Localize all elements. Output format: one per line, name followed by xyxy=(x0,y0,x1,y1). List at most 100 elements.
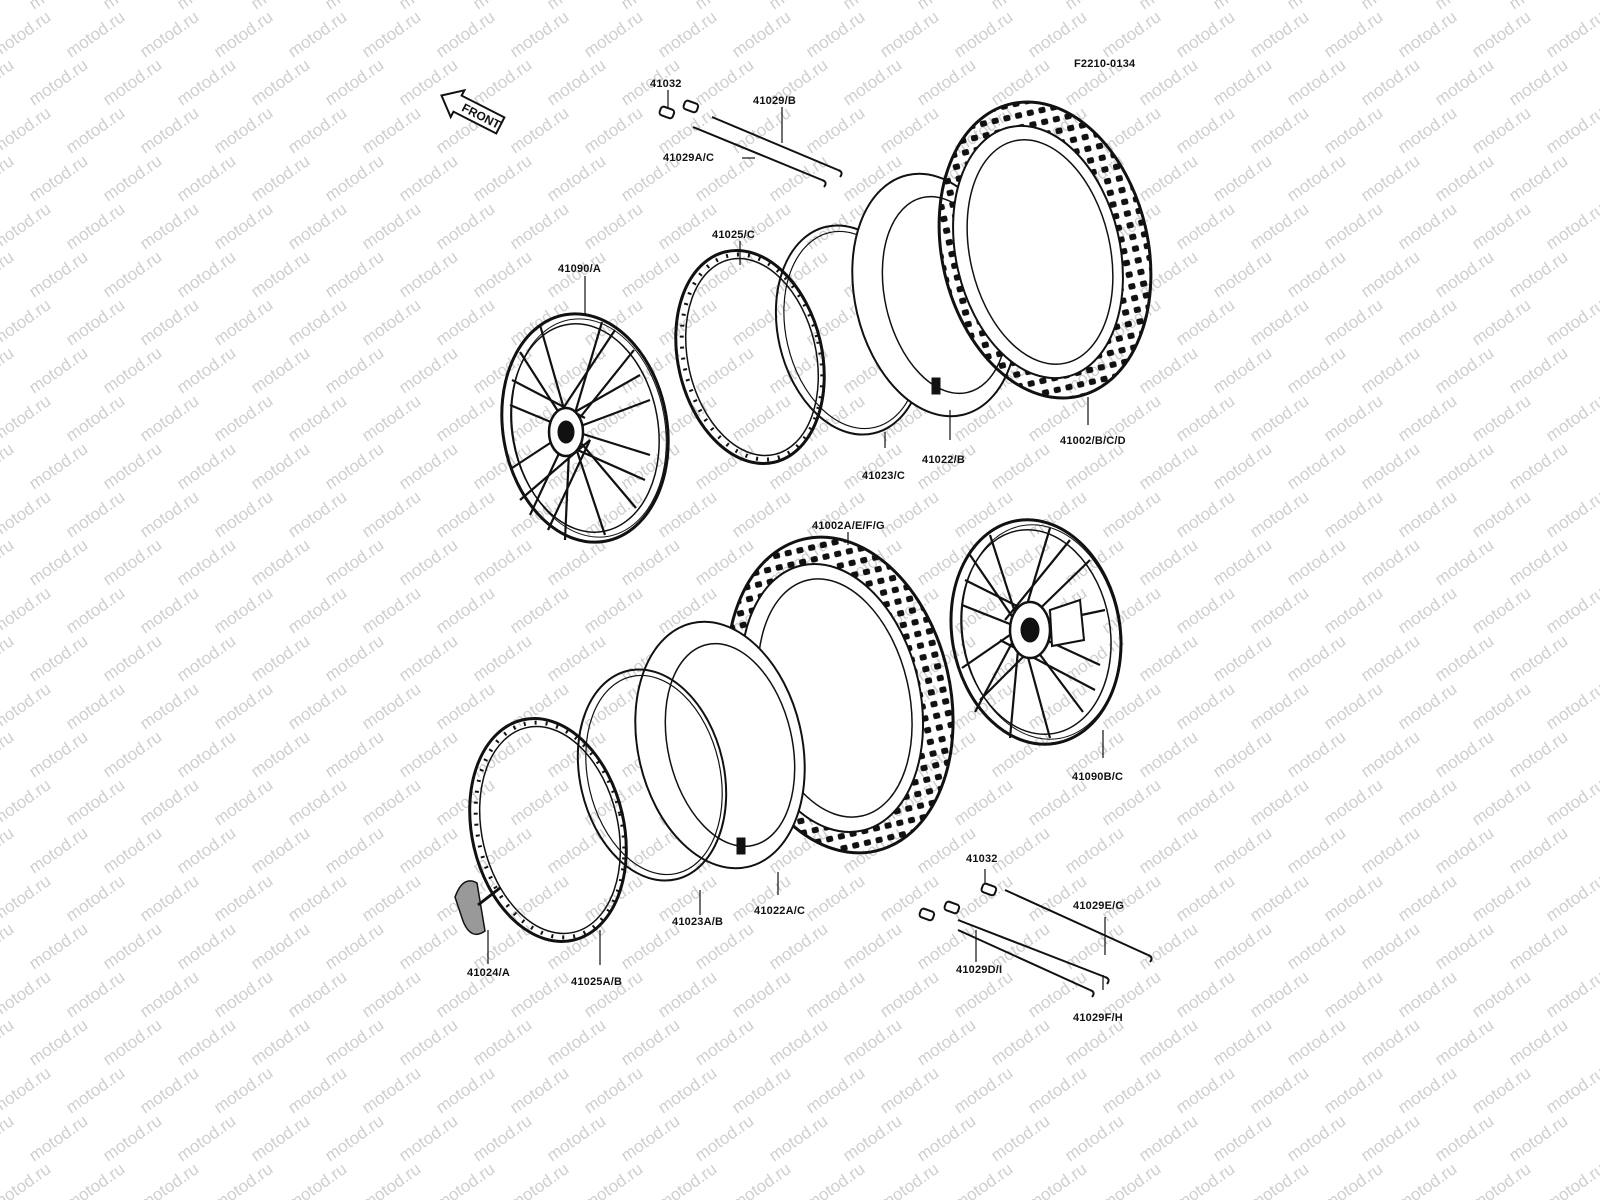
watermark-text: motod.ru xyxy=(0,919,17,973)
watermark-text: motod.ru xyxy=(1320,103,1386,157)
watermark-text: motod.ru xyxy=(1505,343,1571,397)
watermark-text: motod.ru xyxy=(0,871,54,925)
watermark-text: motod.ru xyxy=(1098,1063,1164,1117)
watermark-text: motod.ru xyxy=(25,343,91,397)
watermark-text: motod.ru xyxy=(950,7,1016,61)
watermark-text: motod.ru xyxy=(1246,775,1312,829)
watermark-text: motod.ru xyxy=(62,487,128,541)
watermark-text: motod.ru xyxy=(395,535,461,589)
watermark-text: motod.ru xyxy=(284,295,350,349)
watermark-text: motod.ru xyxy=(617,535,683,589)
watermark-text: motod.ru xyxy=(691,1111,757,1165)
watermark-text: motod.ru xyxy=(247,535,313,589)
watermark-text: motod.ru xyxy=(0,343,17,397)
watermark-text: motod.ru xyxy=(0,247,17,301)
watermark-text: motod.ru xyxy=(839,1111,905,1165)
watermark-text: motod.ru xyxy=(950,775,1016,829)
watermark-text: motod.ru xyxy=(25,439,91,493)
watermark-text: motod.ru xyxy=(1431,439,1497,493)
watermark-text: motod.ru xyxy=(1357,151,1423,205)
watermark-text: motod.ru xyxy=(25,631,91,685)
watermark-text: motod.ru xyxy=(1320,391,1386,445)
part-label-41029-b: 41029/B xyxy=(753,95,796,107)
watermark-text: motod.ru xyxy=(1468,103,1534,157)
watermark-text: motod.ru xyxy=(0,1159,54,1200)
watermark-text: motod.ru xyxy=(0,151,17,205)
watermark-text: motod.ru xyxy=(1320,775,1386,829)
watermark-text: motod.ru xyxy=(1172,391,1238,445)
watermark-text: motod.ru xyxy=(62,679,128,733)
watermark-text: motod.ru xyxy=(580,199,646,253)
watermark-text: motod.ru xyxy=(321,247,387,301)
watermark-text: motod.ru xyxy=(1357,631,1423,685)
watermark-text: motod.ru xyxy=(284,1159,350,1200)
watermark-text: motod.ru xyxy=(0,487,54,541)
watermark-text: motod.ru xyxy=(395,151,461,205)
watermark-text: motod.ru xyxy=(1172,1159,1238,1200)
watermark-text: motod.ru xyxy=(765,0,831,13)
watermark-text: motod.ru xyxy=(62,1159,128,1200)
watermark-text: motod.ru xyxy=(1135,727,1201,781)
watermark-text: motod.ru xyxy=(1431,823,1497,877)
watermark-text: motod.ru xyxy=(1542,487,1600,541)
watermark-text: motod.ru xyxy=(1246,1159,1312,1200)
watermark-text: motod.ru xyxy=(913,0,979,13)
watermark-text: motod.ru xyxy=(469,535,535,589)
watermark-text: motod.ru xyxy=(839,1015,905,1069)
wheel-assembly-top xyxy=(500,312,670,544)
watermark-text: motod.ru xyxy=(1468,583,1534,637)
watermark-text: motod.ru xyxy=(469,247,535,301)
watermark-text: motod.ru xyxy=(99,151,165,205)
watermark-text: motod.ru xyxy=(173,343,239,397)
watermark-text: motod.ru xyxy=(99,1015,165,1069)
watermark-text: motod.ru xyxy=(0,727,17,781)
part-label-41029-fh: 41029F/H xyxy=(1073,1012,1123,1024)
watermark-text: motod.ru xyxy=(1209,1111,1275,1165)
watermark-text: motod.ru xyxy=(987,727,1053,781)
watermark-text: motod.ru xyxy=(1431,55,1497,109)
watermark-text: motod.ru xyxy=(1320,1159,1386,1200)
watermark-text: motod.ru xyxy=(1135,343,1201,397)
watermark-text: motod.ru xyxy=(1024,487,1090,541)
watermark-text: motod.ru xyxy=(691,1015,757,1069)
watermark-text: motod.ru xyxy=(1098,775,1164,829)
watermark-text: motod.ru xyxy=(1098,1159,1164,1200)
part-label-41025-c: 41025/C xyxy=(712,229,755,241)
watermark-text: motod.ru xyxy=(543,1111,609,1165)
watermark-text: motod.ru xyxy=(1135,919,1201,973)
watermark-text: motod.ru xyxy=(358,871,424,925)
watermark-text: motod.ru xyxy=(432,1063,498,1117)
watermark-text: motod.ru xyxy=(469,151,535,205)
watermark-text: motod.ru xyxy=(691,343,757,397)
watermark-text: motod.ru xyxy=(284,199,350,253)
watermark-text: motod.ru xyxy=(247,151,313,205)
watermark-text: motod.ru xyxy=(1394,679,1460,733)
watermark-text: motod.ru xyxy=(1098,871,1164,925)
watermark-text: motod.ru xyxy=(210,775,276,829)
watermark-text: motod.ru xyxy=(1394,775,1460,829)
watermark-text: motod.ru xyxy=(1505,535,1571,589)
watermark-text: motod.ru xyxy=(173,439,239,493)
watermark-text: motod.ru xyxy=(1283,1111,1349,1165)
watermark-text: motod.ru xyxy=(913,1015,979,1069)
watermark-text: motod.ru xyxy=(247,55,313,109)
watermark-text: motod.ru xyxy=(1542,295,1600,349)
watermark-text: motod.ru xyxy=(1172,967,1238,1021)
watermark-text: motod.ru xyxy=(432,7,498,61)
front-arrow-icon: FRONT xyxy=(440,88,506,135)
watermark-text: motod.ru xyxy=(321,439,387,493)
watermark-text: motod.ru xyxy=(1024,871,1090,925)
watermark-text: motod.ru xyxy=(321,727,387,781)
watermark-text: motod.ru xyxy=(1061,1111,1127,1165)
watermark-text: motod.ru xyxy=(469,55,535,109)
watermark-text: motod.ru xyxy=(1431,151,1497,205)
watermark-text: motod.ru xyxy=(321,631,387,685)
watermark-text: motod.ru xyxy=(950,679,1016,733)
watermark-text: motod.ru xyxy=(1431,919,1497,973)
part-label-41023-ab: 41023A/B xyxy=(672,916,724,928)
watermark-text: motod.ru xyxy=(802,1159,868,1200)
watermark-text: motod.ru xyxy=(1209,0,1275,13)
watermark-text: motod.ru xyxy=(136,487,202,541)
watermark-text: motod.ru xyxy=(395,439,461,493)
leader-lines xyxy=(487,90,1106,990)
